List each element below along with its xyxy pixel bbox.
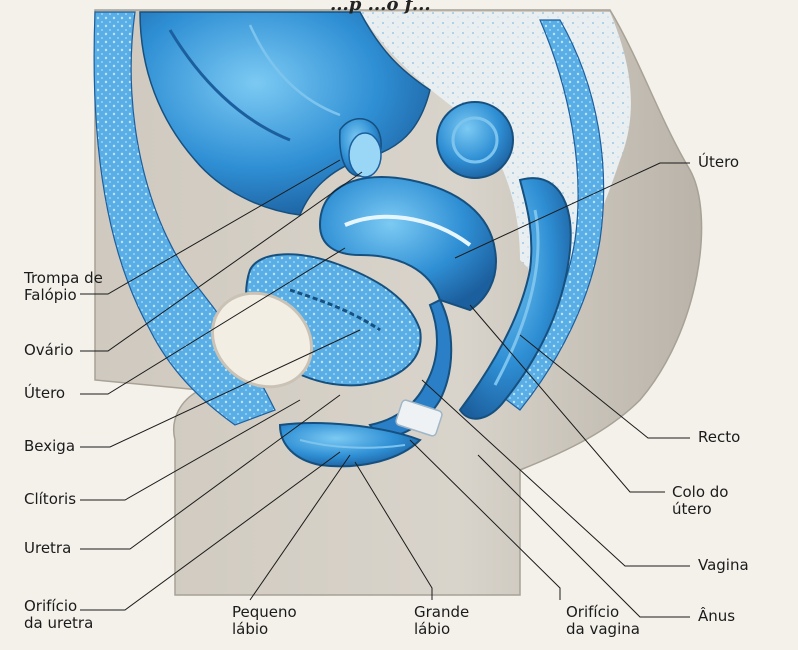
label-urethral-orifice: Orifício da uretra <box>24 598 93 632</box>
partial-title: ...p ...o f... <box>330 0 431 15</box>
label-fallopian-tube-text: Trompa de Falópio <box>24 270 103 304</box>
sigmoid-colon <box>437 102 513 178</box>
label-ovary: Ovário <box>24 342 73 359</box>
label-uterus-left: Útero <box>24 385 65 402</box>
label-vagina: Vagina <box>698 557 749 574</box>
label-clitoris: Clítoris <box>24 491 76 508</box>
label-anus: Ânus <box>698 608 735 625</box>
label-uterus-right: Útero <box>698 154 739 171</box>
label-vaginal-orifice: Orifício da vagina <box>566 604 640 638</box>
label-rectum: Recto <box>698 429 740 446</box>
ovary <box>349 133 381 177</box>
label-fallopian-tube: Trompa de Falópio <box>24 270 103 304</box>
label-urethra: Uretra <box>24 540 71 557</box>
label-labia-minora: Pequeno lábio <box>232 604 297 638</box>
label-labia-majora: Grande lábio <box>414 604 469 638</box>
label-cervix: Colo do útero <box>672 484 728 518</box>
label-bladder: Bexiga <box>24 438 75 455</box>
